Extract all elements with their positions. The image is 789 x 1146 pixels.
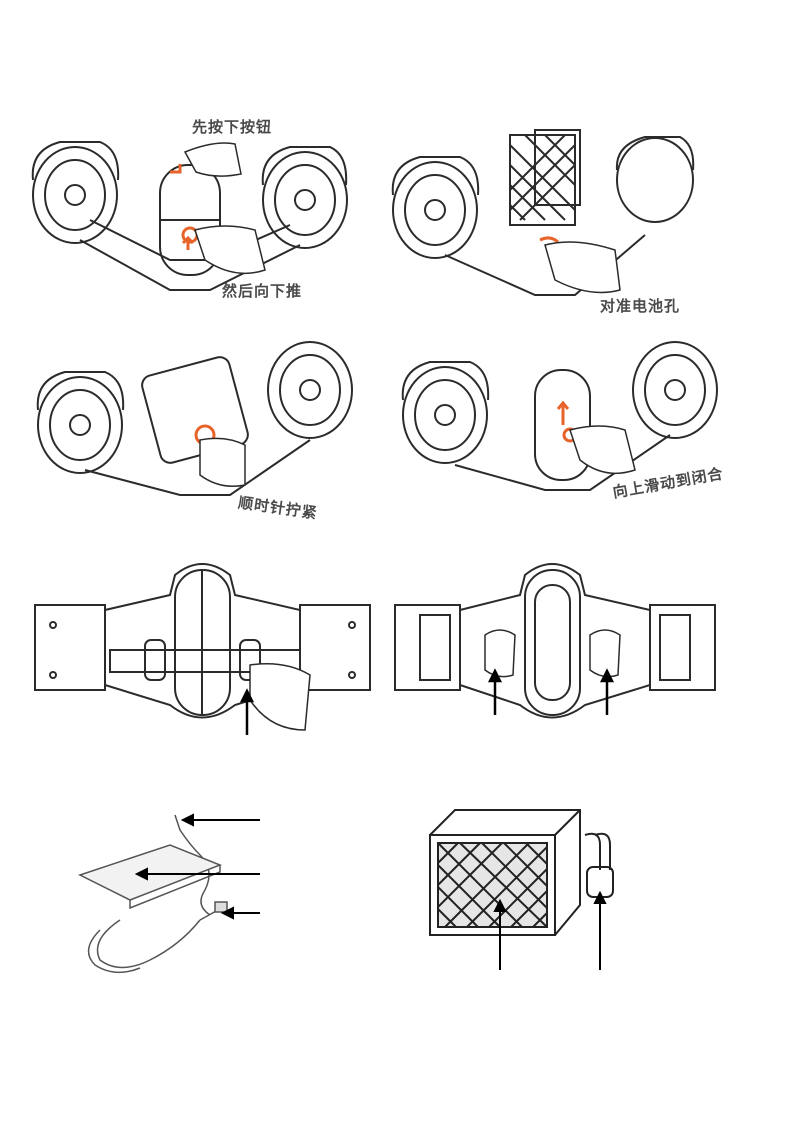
figure-bottom-view-latch (35, 555, 370, 735)
figure-battery-grid (425, 805, 625, 970)
label-push-down: 然后向下推 (222, 280, 302, 301)
label-align-hole: 对准电池孔 (600, 295, 680, 316)
battery-drawing (425, 805, 625, 970)
label-press-button: 先按下按钮 (192, 116, 272, 137)
scooter-bottom-drawing-right (395, 555, 715, 735)
figure-step3-clockwise-tighten (30, 330, 360, 510)
figure-step2-align-hole (385, 125, 715, 315)
scooter-drawing-step2 (385, 125, 715, 315)
figure-bottom-view-hands (395, 555, 715, 735)
scooter-bottom-drawing-left (35, 555, 370, 735)
scooter-drawing-step1 (20, 110, 360, 310)
charger-drawing (80, 810, 270, 980)
figure-charger-adapter (80, 810, 270, 980)
figure-step1-press-button (20, 110, 360, 310)
scooter-drawing-step3 (30, 330, 360, 510)
